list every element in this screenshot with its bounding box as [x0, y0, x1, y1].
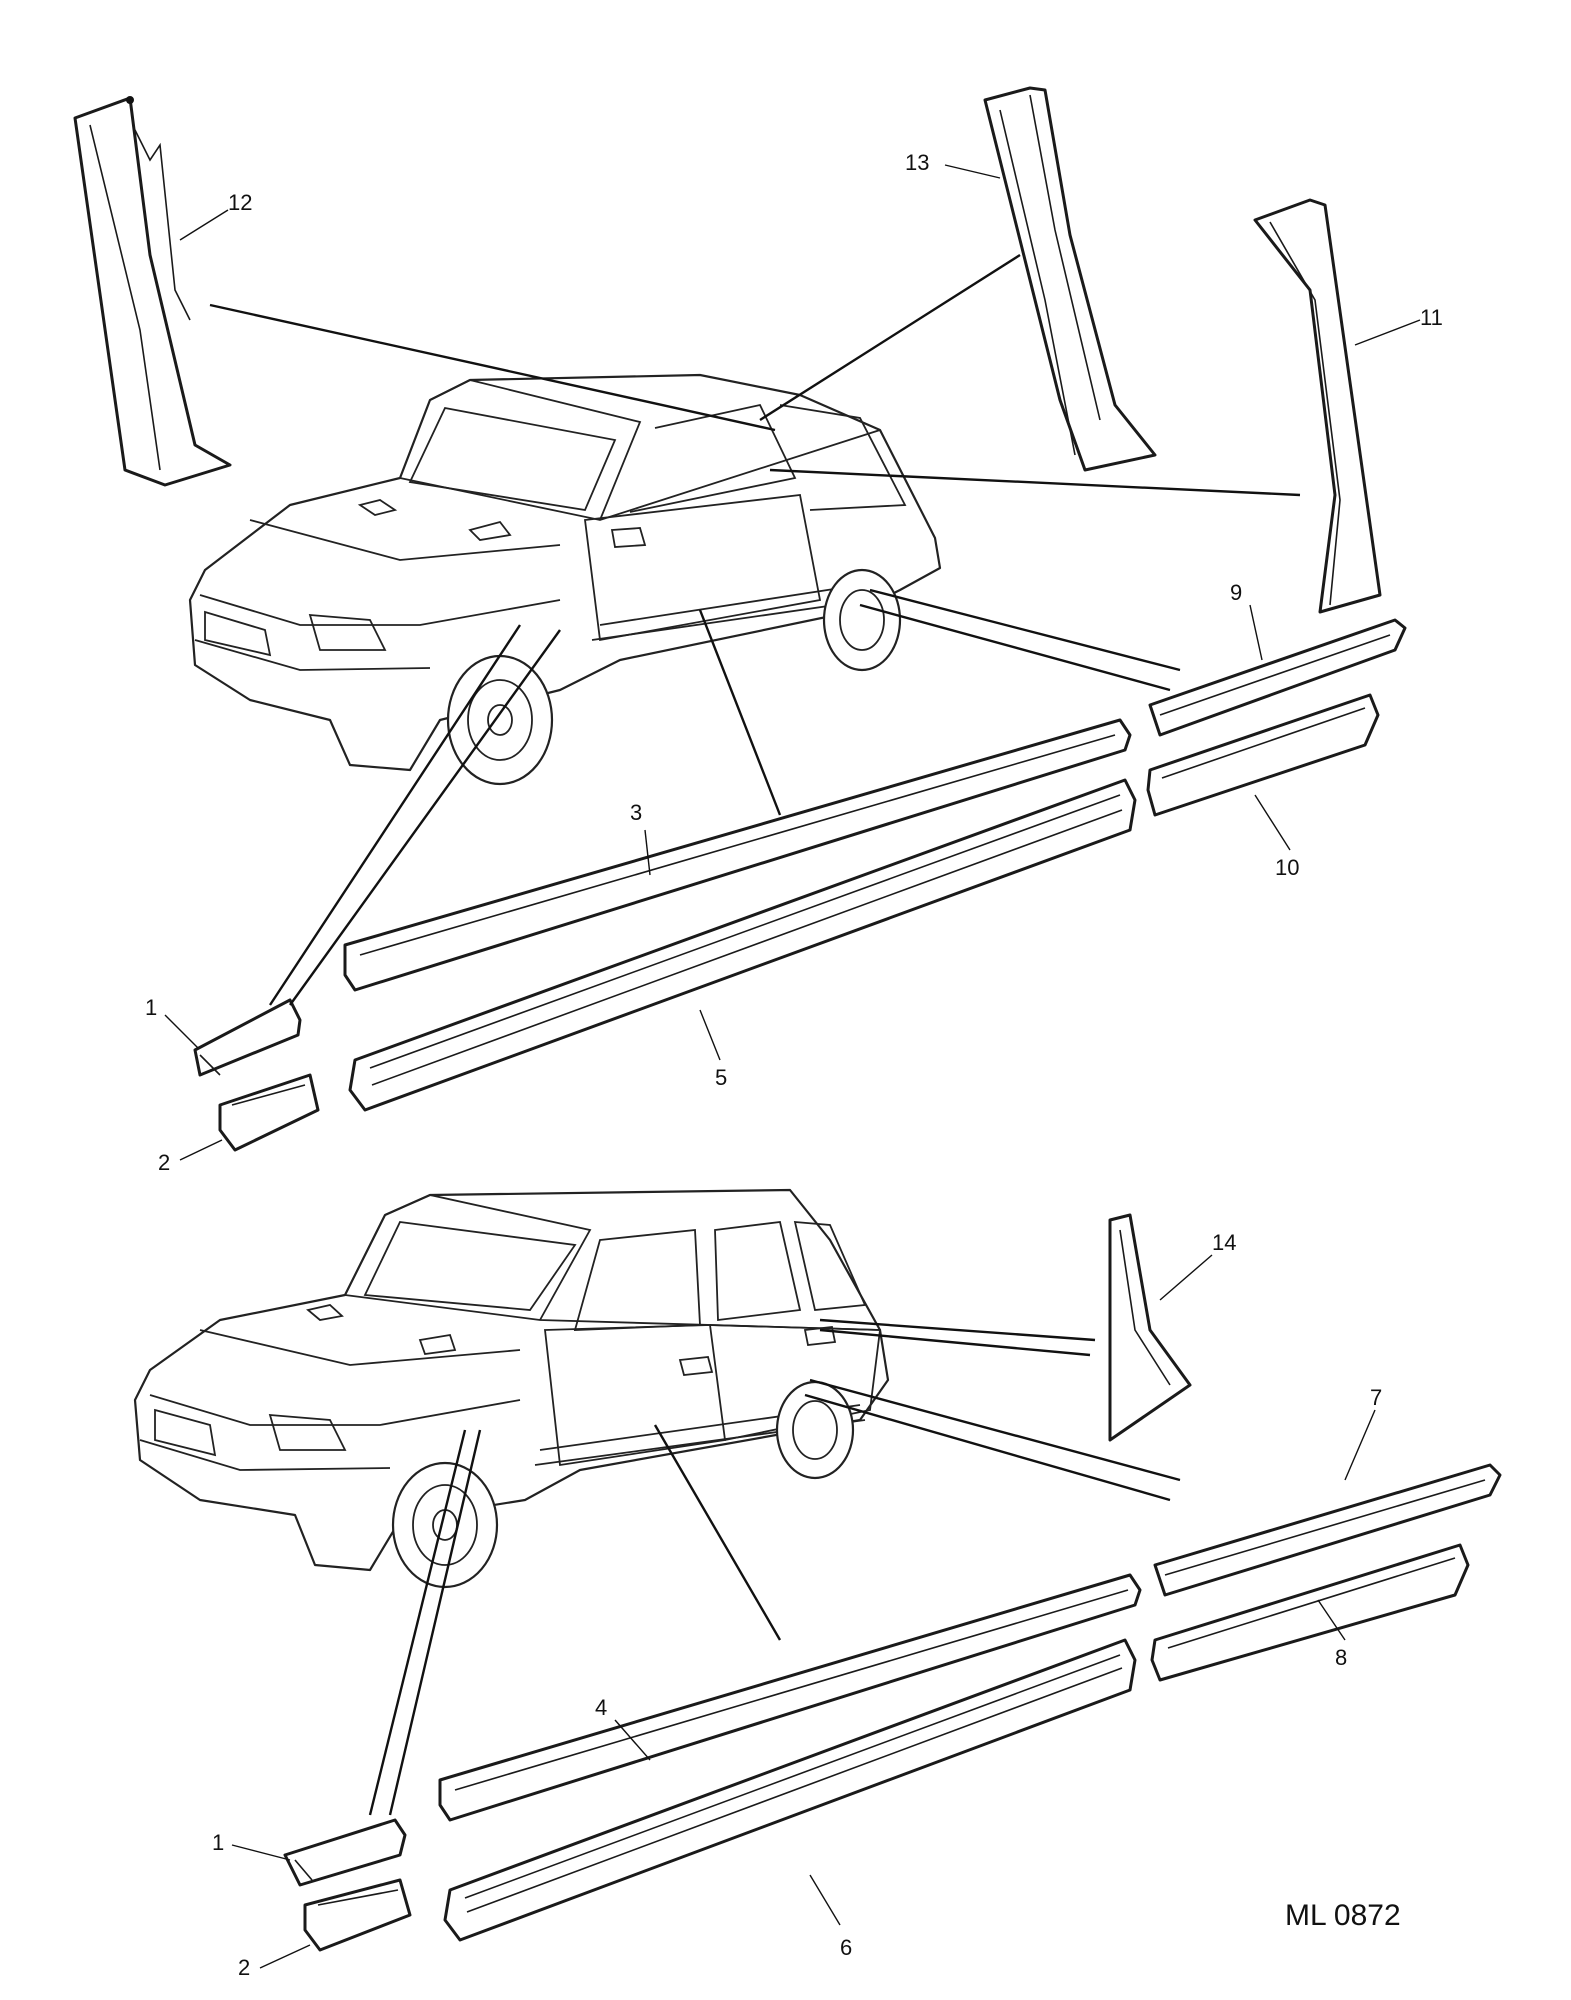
drawing-reference: ML 0872	[1285, 1899, 1401, 1932]
front-wing-end-cap-2-bottom	[303, 1878, 412, 1952]
pillar-trim-13	[983, 86, 1157, 472]
callout-9: 9	[1230, 580, 1242, 605]
callout-2-bottom: 2	[238, 1955, 250, 1980]
callout-10: 10	[1275, 855, 1299, 880]
bottom-lead-lines	[368, 1318, 1181, 1816]
callout-8: 8	[1335, 1645, 1347, 1670]
door-moulding-upper-3	[343, 718, 1132, 992]
front-wing-end-cap-1-top	[193, 998, 302, 1077]
callout-2-top: 2	[158, 1150, 170, 1175]
front-wing-end-cap-1-bottom	[283, 1818, 407, 1887]
callout-6: 6	[840, 1935, 852, 1960]
three-door-car	[188, 373, 942, 786]
callout-11: 11	[1420, 305, 1443, 330]
callout-14: 14	[1212, 1230, 1236, 1255]
callout-1-top: 1	[145, 995, 157, 1020]
callout-3: 3	[630, 800, 642, 825]
callout-5: 5	[715, 1065, 727, 1090]
callout-4: 4	[595, 1695, 607, 1720]
callout-12: 12	[228, 190, 252, 215]
rear-moulding-upper-7	[1153, 1463, 1502, 1597]
quarter-window-trim-14	[1108, 1213, 1192, 1442]
five-door-car	[133, 1188, 890, 1589]
callout-1-bottom: 1	[212, 1830, 224, 1855]
callout-leaders	[164, 164, 1421, 1969]
pillar-trim-11	[1253, 198, 1382, 614]
front-wing-end-cap-2-top	[218, 1073, 320, 1152]
rear-moulding-lower-10	[1146, 693, 1380, 817]
pillar-trim-12	[73, 96, 232, 487]
callout-13: 13	[905, 150, 929, 175]
rear-moulding-upper-9	[1148, 618, 1407, 737]
door-moulding-lower-5	[348, 778, 1137, 1112]
callout-numbers: 12 13 11 9 10 3 5 1 2 14 7 8 4 6 1 2	[145, 150, 1443, 1980]
door-moulding-lower-6	[443, 1638, 1137, 1942]
rear-moulding-lower-8	[1150, 1543, 1470, 1682]
top-lead-lines	[209, 253, 1301, 1006]
door-moulding-upper-4	[438, 1573, 1142, 1822]
callout-7: 7	[1370, 1385, 1382, 1410]
